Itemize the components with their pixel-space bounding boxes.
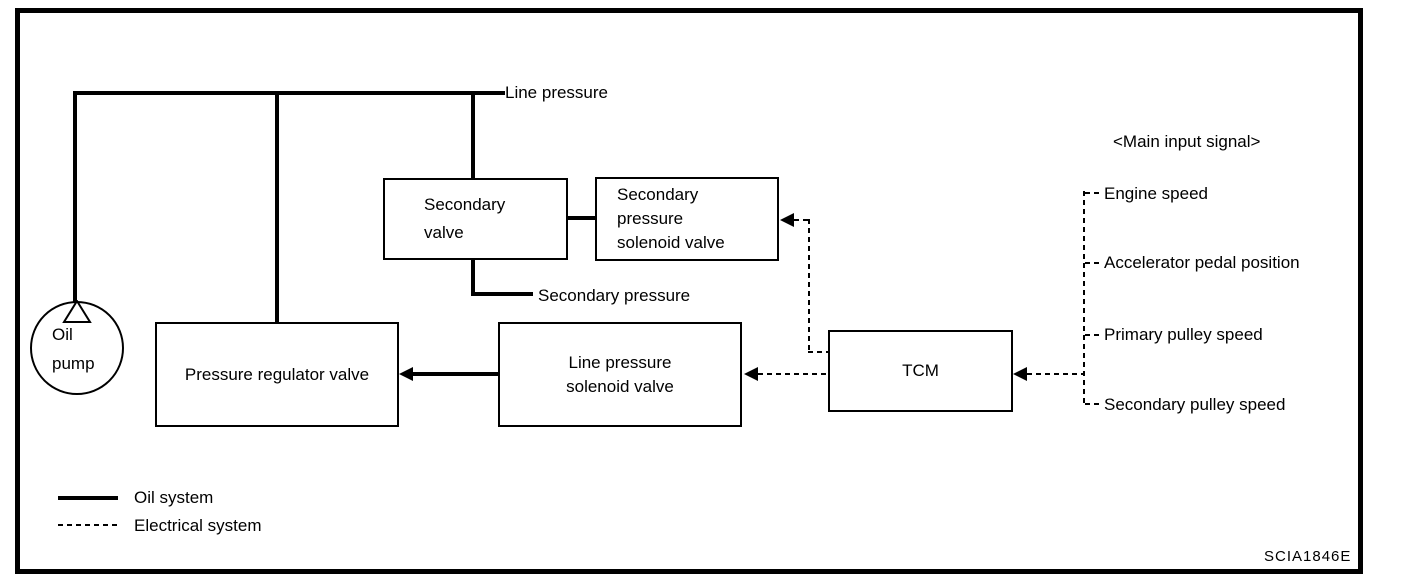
electrical-line-tcm-riser [808,219,810,352]
oil-line-line-pressure [73,91,505,95]
pressure-regulator-valve-label: Pressure regulator valve [184,364,370,384]
tcm-box: TCM [828,330,1013,412]
line-pressure-solenoid-label-line1: Line pressure [568,352,672,372]
oil-line-valve-connector [566,216,597,220]
pump-check-valve-triangle-icon [62,300,92,323]
secondary-pressure-solenoid-label-line3: solenoid valve [617,233,725,252]
main-input-signal-heading: <Main input signal> [1113,132,1261,151]
arrow-into-tcm-icon [1013,367,1027,381]
arrow-into-pressure-regulator-icon [399,367,413,381]
signal-stub-secondary-pulley [1085,403,1101,405]
oil-line-pump-riser [73,91,77,303]
electrical-line-signals-to-tcm [1027,373,1083,375]
arrow-into-line-pressure-solenoid-icon [744,367,758,381]
secondary-pressure-solenoid-label-line2: pressure [617,209,684,228]
legend-dashed-line-sample [58,524,120,526]
oil-pump-label: Oil pump [52,320,95,378]
electrical-line-tcm-upper-stub [808,351,828,353]
figure-code: SCIA1846E [1264,548,1352,565]
oil-pump-label-line2: pump [52,354,95,373]
line-pressure-solenoid-valve-box: Line pressure solenoid valve [498,322,742,427]
line-pressure-label: Line pressure [505,83,609,102]
legend-solid-line-sample [58,496,118,500]
pressure-regulator-valve-box: Pressure regulator valve [155,322,399,427]
secondary-pressure-solenoid-label-line1: Secondary [617,185,699,204]
signal-label-primary-pulley-speed: Primary pulley speed [1104,325,1263,344]
diagram-border [15,8,1363,574]
legend-electrical-system-label: Electrical system [134,516,262,535]
signal-label-secondary-pulley-speed: Secondary pulley speed [1104,395,1286,414]
legend-oil-system-label: Oil system [134,488,214,507]
signal-label-engine-speed: Engine speed [1104,184,1208,203]
secondary-pressure-label: Secondary pressure [538,286,691,305]
secondary-valve-box: Secondary valve [383,178,568,260]
oil-line-regulator-branch [275,91,279,324]
signal-stub-engine-speed [1085,192,1101,194]
tcm-label: TCM [902,361,939,380]
signal-stub-accelerator [1085,262,1101,264]
line-pressure-solenoid-label-line2: solenoid valve [566,376,674,396]
oil-line-secondary-valve-branch [471,91,475,180]
electrical-line-signal-bus [1083,191,1085,404]
oil-pump-label-line1: Oil [52,325,73,344]
signal-stub-primary-pulley [1085,334,1101,336]
oil-line-solenoid-to-regulator [411,372,498,376]
secondary-valve-label-line1: Secondary [424,195,506,214]
signal-label-accelerator-pedal-position: Accelerator pedal position [1104,253,1300,272]
oil-line-secondary-pressure-out [471,292,533,296]
electrical-line-secondary-solenoid [794,219,812,221]
arrow-into-secondary-solenoid-icon [780,213,794,227]
electrical-line-tcm-to-line-solenoid [758,373,828,375]
oil-pump-symbol: Oil pump [30,301,124,395]
oil-line-secondary-pressure-down [471,258,475,296]
secondary-pressure-solenoid-valve-box: Secondary pressure solenoid valve [595,177,779,261]
secondary-valve-label-line2: valve [424,223,464,242]
